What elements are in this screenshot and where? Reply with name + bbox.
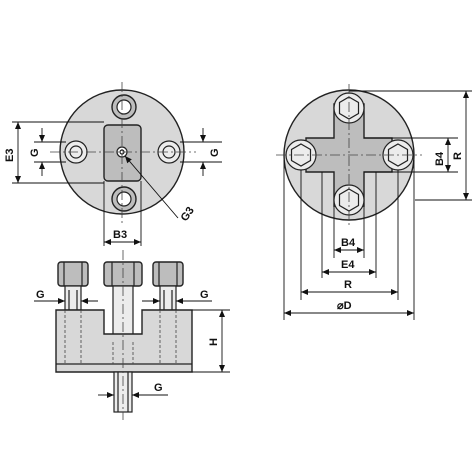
r-right-label: R [452,152,464,160]
b3-label: B3 [113,229,127,241]
g-side-right-label: G [200,289,209,301]
top-view: E3 G G B3 G3 [4,82,222,246]
g-side-left-label: G [36,289,45,301]
d-label: ⌀D [337,300,352,312]
g-top-left-label: G [29,148,41,157]
g-top-right-label: G [209,148,221,157]
h-label: H [208,338,220,346]
e4-label: E4 [341,259,355,271]
bolt-shank-right [159,285,177,311]
top-view-2: B4 R B4 E4 R ⌀D [276,84,472,320]
b4-right-label: B4 [434,151,446,166]
g3-label: G3 [179,205,197,224]
r-bottom-label: R [344,279,352,291]
bolt-head-right [152,261,184,287]
bolt-shank-left [64,285,82,311]
b4-bottom-label: B4 [341,237,356,249]
g-shaft-label: G [154,382,163,394]
side-view-body [55,309,193,373]
side-view: G G H G [34,250,230,420]
bolt-head-left [57,261,89,287]
e3-label: E3 [4,149,16,162]
